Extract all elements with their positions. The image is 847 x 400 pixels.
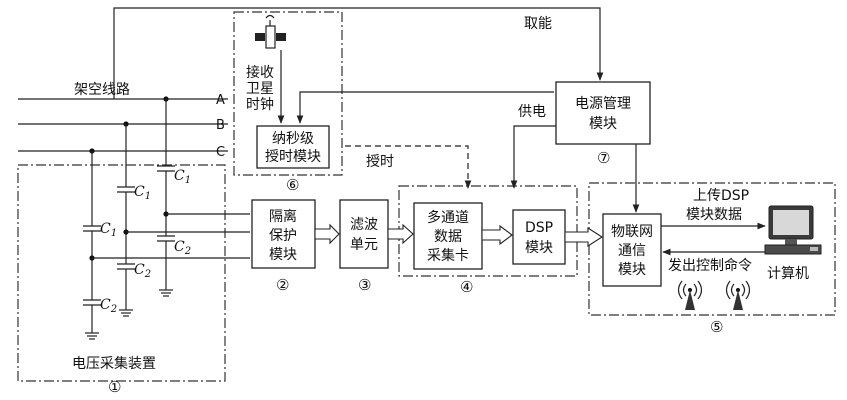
voltage-device-frame (17, 164, 226, 382)
power-to-timing-line (296, 91, 554, 124)
filter-label-1: 滤波 (350, 217, 378, 233)
daq-label-3: 采集卡 (427, 247, 469, 264)
power-mgmt-label-2: 模块 (589, 116, 617, 132)
dsp-label-1: DSP (525, 220, 553, 236)
iot-label-1: 物联网 (611, 224, 653, 240)
power-management-module (555, 81, 651, 145)
daq-label-1: 多通道 (427, 209, 469, 226)
iot-communication-module (602, 213, 662, 287)
iot-label-2: 通信 (618, 243, 646, 259)
c1-label-c: C1 (100, 221, 117, 239)
receive-label-2: 卫星 (246, 81, 274, 97)
number-5: ⑤ (710, 318, 723, 336)
c2-label-b: C2 (134, 262, 151, 280)
timing-module-label-1: 纳秒级 (272, 131, 314, 147)
number-1: ① (108, 378, 121, 396)
c2-label-a: C2 (174, 239, 191, 257)
take-energy-label: 取能 (524, 16, 552, 32)
number-6: ⑥ (286, 176, 299, 194)
timing-label: 授时 (366, 154, 394, 170)
timing-frame (233, 11, 343, 176)
isolation-label-3: 模块 (269, 247, 297, 263)
dsp-module (512, 209, 566, 265)
receive-label-3: 时钟 (246, 96, 274, 113)
iot-frame (588, 182, 836, 316)
voltage-device-label: 电压采集装置 (72, 355, 156, 372)
c1-label-a: C1 (174, 168, 191, 186)
filter-unit (339, 199, 389, 269)
timing-dashed-line (345, 145, 472, 189)
c1-label-b: C1 (134, 184, 151, 202)
c2-label-c: C2 (100, 297, 117, 315)
upload-label-1: 上传DSP (693, 188, 749, 204)
capacitor-divider-c (83, 151, 101, 340)
flow-arrow (481, 224, 513, 246)
overhead-line-label: 架空线路 (74, 82, 130, 98)
number-2: ② (276, 276, 289, 294)
phase-a-label: A (216, 93, 225, 108)
dsp-label-2: 模块 (525, 240, 553, 256)
multichannel-daq-card (413, 202, 483, 270)
iot-label-3: 模块 (618, 262, 646, 278)
capacitor-divider-a (157, 99, 175, 297)
daq-label-2: 数据 (434, 229, 462, 245)
phase-b-label: B (216, 118, 225, 133)
number-4: ④ (460, 278, 473, 296)
phase-c-label: C (216, 145, 225, 160)
antenna-icon (725, 280, 751, 310)
flow-arrow (387, 223, 414, 245)
power-mgmt-label-1: 电源管理 (575, 96, 631, 112)
satellite-icon (255, 14, 286, 49)
take-energy-line (113, 7, 604, 99)
number-7: ⑦ (597, 149, 610, 167)
computer-label: 计算机 (767, 266, 809, 282)
command-label: 发出控制命令 (668, 257, 752, 274)
computer-icon (764, 205, 822, 255)
upload-label-2: 模块数据 (686, 207, 742, 223)
isolation-label-1: 隔离 (269, 208, 297, 225)
timing-module (256, 125, 330, 169)
power-supply-label: 供电 (518, 104, 546, 120)
isolation-protection-module (251, 199, 316, 269)
number-3: ③ (358, 276, 371, 294)
timing-module-label-2: 授时模块 (265, 149, 321, 165)
receive-label-1: 接收 (246, 64, 274, 81)
flow-arrow (564, 226, 604, 248)
capacitor-divider-b (117, 124, 135, 317)
antenna-icon (677, 280, 703, 310)
isolation-label-2: 保护 (269, 228, 297, 244)
flow-arrow (314, 223, 340, 245)
filter-label-2: 单元 (350, 237, 378, 253)
power-supply-line (510, 125, 556, 189)
